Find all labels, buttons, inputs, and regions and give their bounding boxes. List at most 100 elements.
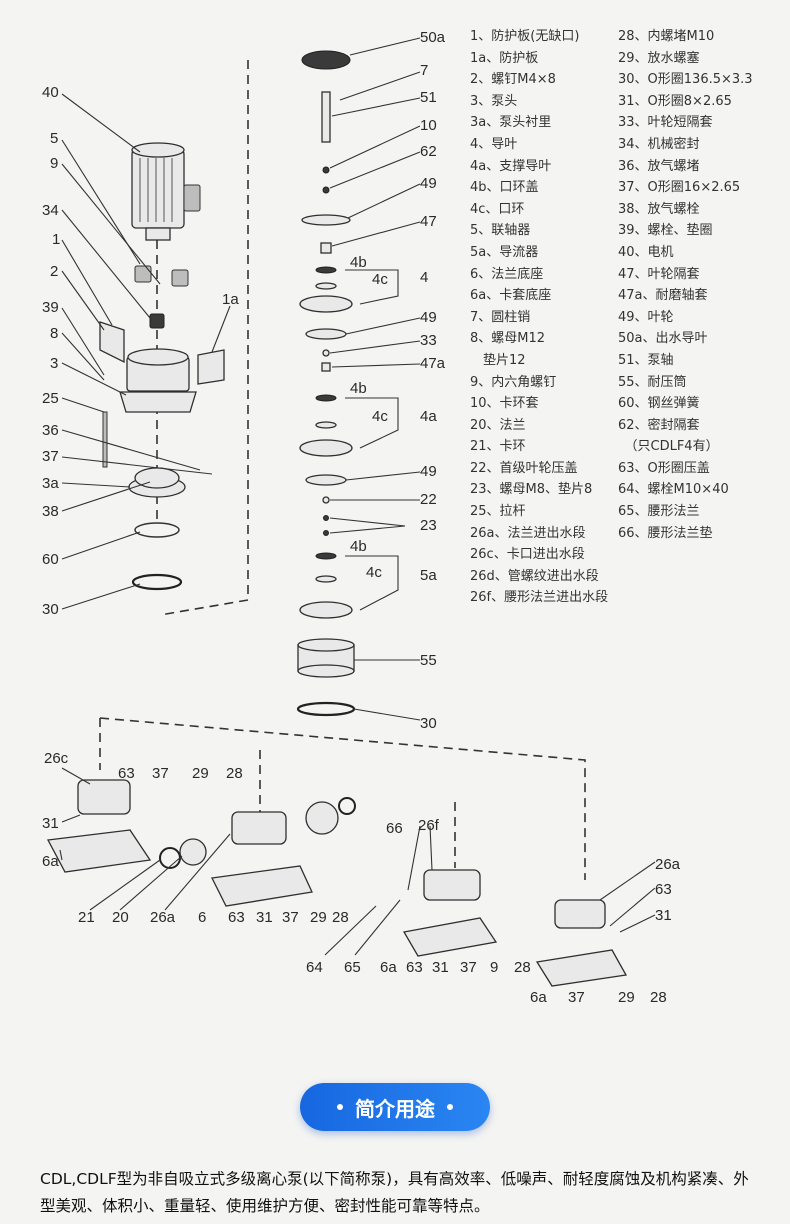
callout-60: 60 [42,551,59,568]
callout-66: 66 [386,820,403,837]
callout-2: 2 [50,263,58,280]
legend-item: 26c、卡口进出水段 [470,547,585,563]
callout-47: 47 [420,213,437,230]
callout-6a-b: 6a [380,959,397,976]
legend-item: 38、放气螺栓 [618,201,700,217]
callout-29-d: 29 [618,989,635,1006]
legend-item: 30、O形圈136.5×3.3 [618,72,753,88]
legend-item: 66、腰形法兰垫 [618,525,713,541]
callout-20: 20 [112,909,129,926]
callout-4c-2: 4c [372,408,388,425]
callout-1a: 1a [222,291,239,308]
legend-item: 63、O形圈压盖 [618,460,710,476]
bullet-dot-icon [337,1104,343,1110]
legend-item: 37、O形圈16×2.65 [618,180,741,196]
legend-item: 64、螺栓M10×40 [618,482,729,498]
legend-item: 49、叶轮 [618,309,674,325]
callout-25: 25 [42,390,59,407]
callout-62: 62 [420,143,437,160]
callout-31-c: 31 [432,959,449,976]
legend-item: 20、法兰 [470,417,526,433]
legend-item: 5a、导流器 [470,244,539,260]
legend-item: 4c、口环 [470,201,525,217]
callout-9-b: 9 [490,959,498,976]
motor-assembly [131,142,201,241]
callout-55: 55 [420,652,437,669]
callout-9: 9 [50,155,58,172]
legend-item: 2、螺钉M4×8 [470,72,556,88]
callout-4b-1: 4b [350,254,367,271]
callout-26a-a: 26a [150,909,176,926]
callout-22: 22 [420,491,437,508]
callout-29-b: 29 [310,909,327,926]
callout-28-c: 28 [514,959,531,976]
callout-6a-c: 6a [530,989,547,1006]
legend-item: 26f、腰形法兰进出水段 [470,590,609,606]
legend-item: 4a、支撑导叶 [470,158,552,174]
legend-item: 23、螺母M8、垫片8 [470,482,593,498]
callout-37-b: 37 [282,909,299,926]
callout-37: 37 [42,448,59,465]
callout-26f: 26f [418,817,440,834]
legend-item: 6、法兰底座 [470,266,544,282]
legend-item: 28、内螺堵M10 [618,29,715,44]
parts-legend-right: 28、内螺堵M10 29、放水螺塞 30、O形圈136.5×3.3 31、O形圈8×2… [618,26,753,544]
callout-50a: 50a [420,29,446,46]
callout-30-mid: 30 [420,715,437,732]
callout-40: 40 [42,84,59,101]
legend-item: 47、叶轮隔套 [618,266,700,282]
legend-item: 29、放水螺塞 [618,50,700,66]
bullet-dot-icon [447,1104,453,1110]
callout-26a-b: 26a [655,856,681,873]
central-shaft-stack [296,50,356,717]
legend-item: 5、联轴器 [470,223,531,239]
callout-6a-a: 6a [42,853,59,870]
section-title-pill: 简介用途 [300,1083,490,1131]
callout-33: 33 [420,332,437,349]
callout-8: 8 [50,325,58,342]
callout-4c-3: 4c [366,564,382,581]
callout-63-b: 63 [228,909,245,926]
callout-4b-2: 4b [350,380,367,397]
callout-34: 34 [42,202,59,219]
legend-item: 26a、法兰进出水段 [470,525,586,541]
pump-head [99,321,225,413]
leader-lines [59,37,656,956]
callout-23: 23 [420,517,437,534]
callout-31-b: 31 [256,909,273,926]
legend-item: 1、防护板(无缺口) [470,29,580,44]
pump-base-parts [102,411,186,591]
callout-63-d: 63 [655,881,672,898]
callout-31-d: 31 [655,907,672,924]
callout-3: 3 [50,355,58,372]
callout-3a: 3a [42,475,59,492]
legend-item: 31、O形圈8×2.65 [618,93,732,109]
callout-65: 65 [344,959,361,976]
callout-51: 51 [420,89,437,106]
callout-4b-3: 4b [350,538,367,555]
legend-item: 47a、耐磨轴套 [618,288,708,304]
legend-item: 39、螺栓、垫圈 [618,223,713,239]
callout-30-left: 30 [42,601,59,618]
callout-6: 6 [198,909,206,926]
legend-item: 6a、卡套底座 [470,288,552,304]
callout-28-d: 28 [650,989,667,1006]
callout-4c-1: 4c [372,271,388,288]
legend-item: 62、密封隔套 [618,417,700,433]
legend-item: 40、电机 [618,244,674,260]
callout-63-a: 63 [118,765,135,782]
callout-49-low: 49 [420,463,437,480]
legend-item: 1a、防护板 [470,50,539,66]
callout-39: 39 [42,299,59,316]
legend-item: 25、拉杆 [470,504,526,520]
legend-item: 36、放气螺堵 [618,158,700,174]
callout-37-d: 37 [568,989,585,1006]
callout-49-mid: 49 [420,309,437,326]
callout-38: 38 [42,503,59,520]
callout-labels: 40 5 9 34 1 2 39 8 3 1a 25 36 37 3a 38 6… [42,29,681,1006]
legend-item: 8、螺母M12 [470,331,546,347]
legend-item: 26d、管螺纹进出水段 [470,568,599,584]
callout-47a: 47a [420,355,446,372]
